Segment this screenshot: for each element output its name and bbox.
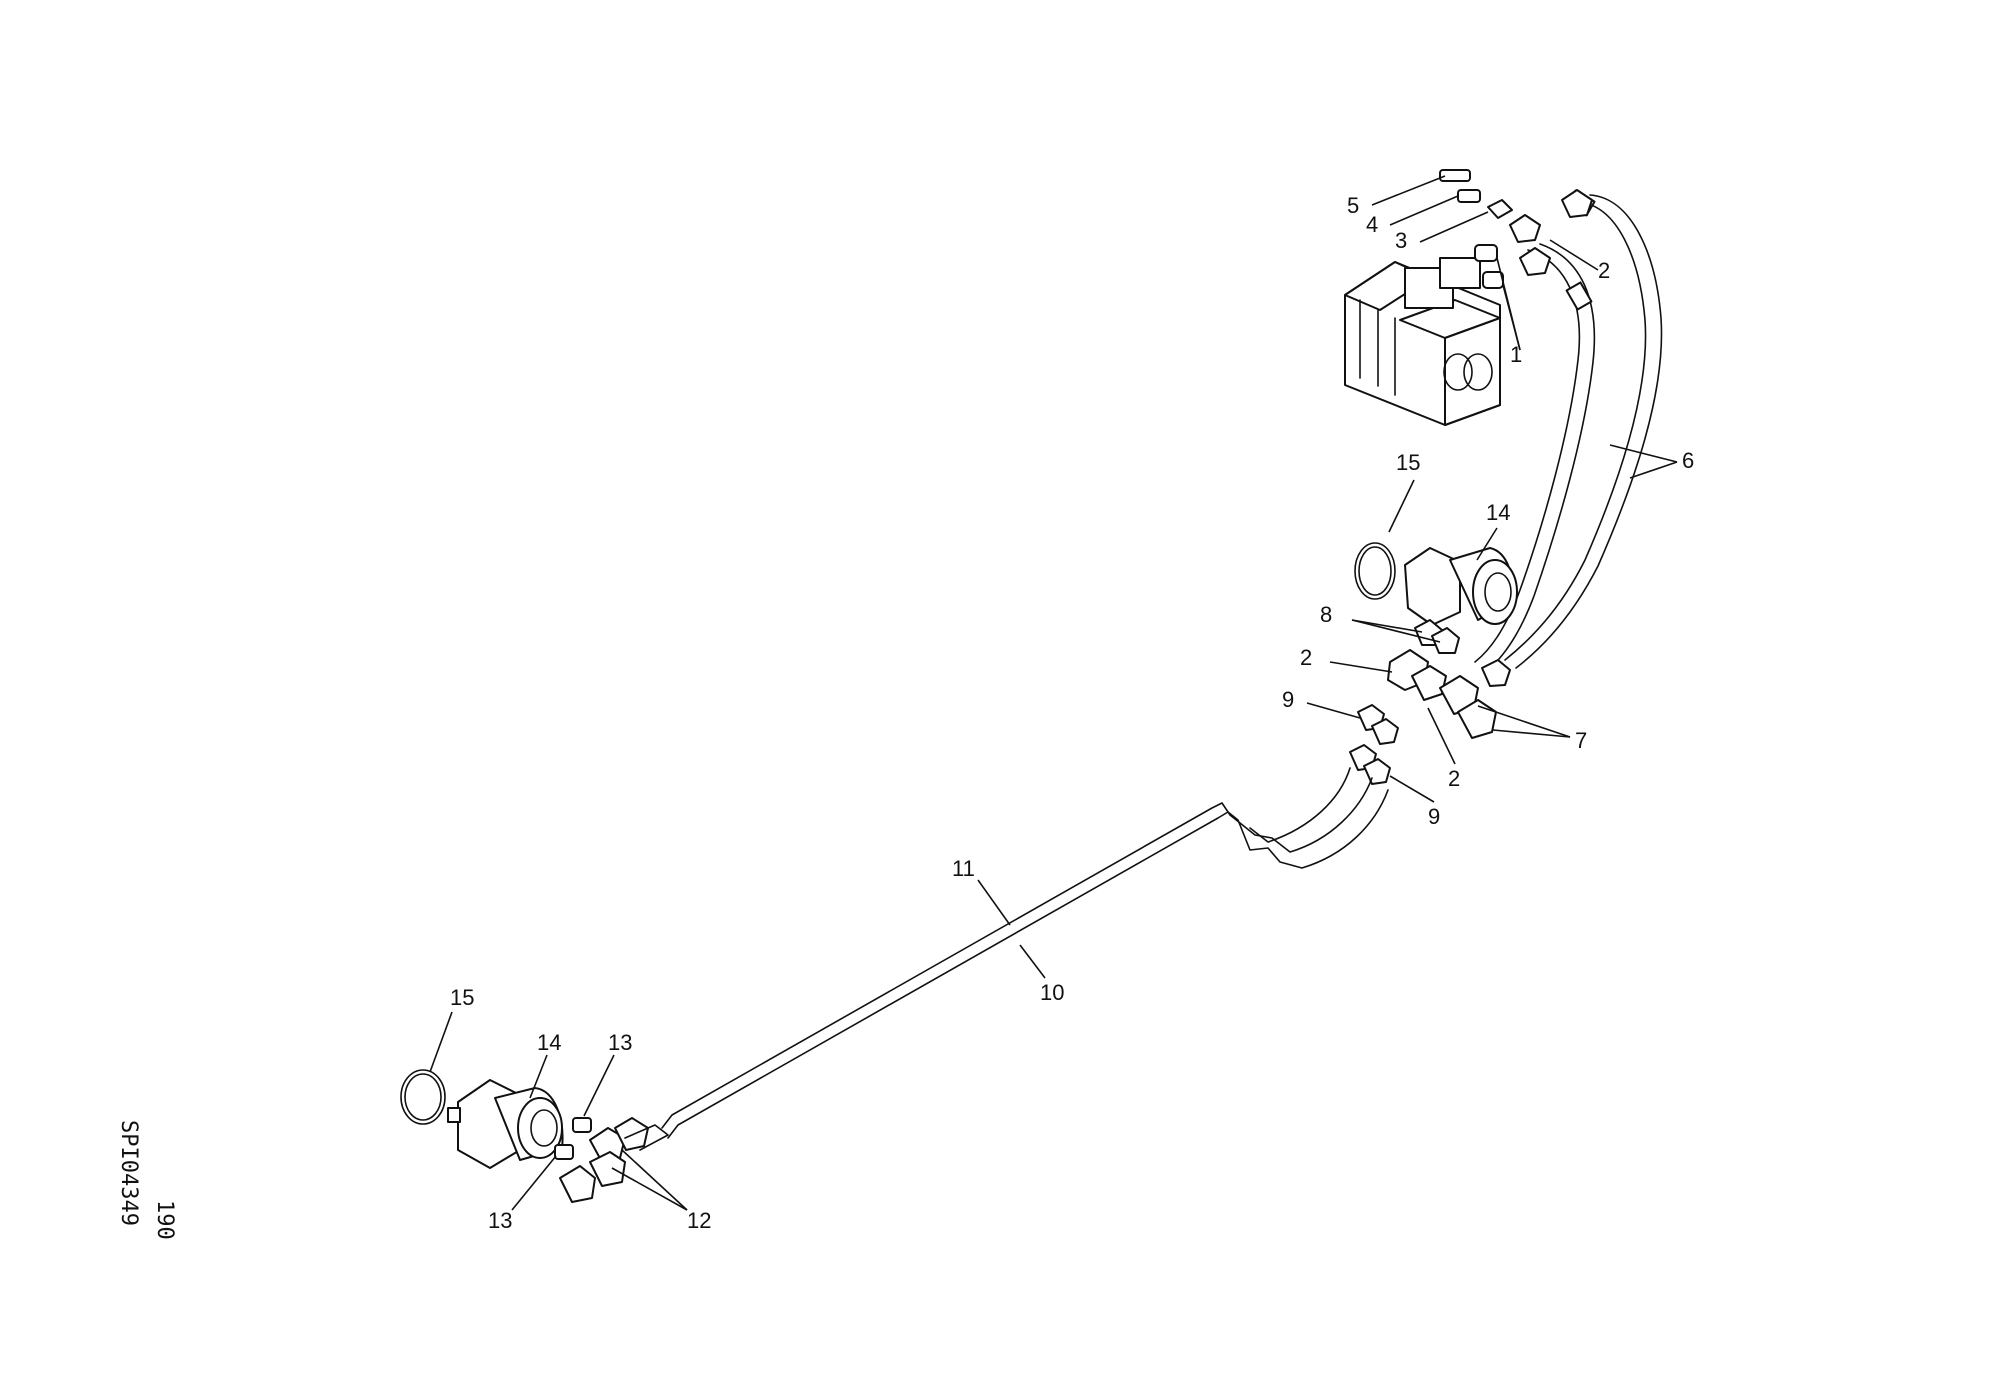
callout-10: 10 xyxy=(1040,980,1064,1005)
callout-4: 4 xyxy=(1366,212,1378,237)
callout-5: 5 xyxy=(1347,193,1359,218)
o-ring-part-15-upper xyxy=(1354,542,1396,600)
o-ring-part-15-lower xyxy=(400,1069,446,1125)
hose-end-fitting-part-2 xyxy=(1509,189,1593,276)
callout-15-upper: 15 xyxy=(1396,450,1420,475)
elbow-fitting-part-2-mid xyxy=(1387,649,1447,701)
callout-6: 6 xyxy=(1682,448,1694,473)
callout-2-upper: 2 xyxy=(1598,258,1610,283)
callout-15-lower: 15 xyxy=(450,985,474,1010)
callout-12: 12 xyxy=(687,1208,711,1233)
callout-9-lower: 9 xyxy=(1428,804,1440,829)
callout-14-upper: 14 xyxy=(1486,500,1510,525)
fitting-part-5 xyxy=(1439,169,1471,182)
callout-9-upper: 9 xyxy=(1282,687,1294,712)
callout-14-lower: 14 xyxy=(537,1030,561,1055)
callout-2-mid: 2 xyxy=(1300,645,1312,670)
callout-13-upper: 13 xyxy=(608,1030,632,1055)
fitting-part-9 xyxy=(1349,704,1399,785)
elbow-fitting-part-12 xyxy=(559,1117,669,1203)
callout-7: 7 xyxy=(1575,728,1587,753)
plug-part-13 xyxy=(554,1117,592,1160)
callout-11: 11 xyxy=(952,856,975,881)
valve-block xyxy=(1344,257,1501,426)
fitting-part-4 xyxy=(1457,189,1481,203)
fitting-part-3 xyxy=(1487,199,1513,219)
elbow-fitting-part-7 xyxy=(1439,659,1511,739)
callout-3: 3 xyxy=(1395,228,1407,253)
callout-8: 8 xyxy=(1320,602,1332,627)
pipe-part-10-11 xyxy=(661,767,1389,1139)
page-number: 190 xyxy=(152,1200,177,1240)
callout-13-lower: 13 xyxy=(488,1208,512,1233)
motor-part-14-lower xyxy=(447,1079,564,1169)
leader-lines xyxy=(429,175,1678,1211)
drawing-code: SPI04349 xyxy=(116,1120,141,1226)
callout-labels: 1 2 3 4 5 6 15 14 8 2 9 7 2 9 11 10 15 1… xyxy=(450,193,1694,1233)
callout-1: 1 xyxy=(1510,342,1522,367)
motor-part-14-upper xyxy=(1404,547,1518,626)
callout-2-lower: 2 xyxy=(1448,766,1460,791)
fitting-part-8 xyxy=(1414,619,1460,654)
